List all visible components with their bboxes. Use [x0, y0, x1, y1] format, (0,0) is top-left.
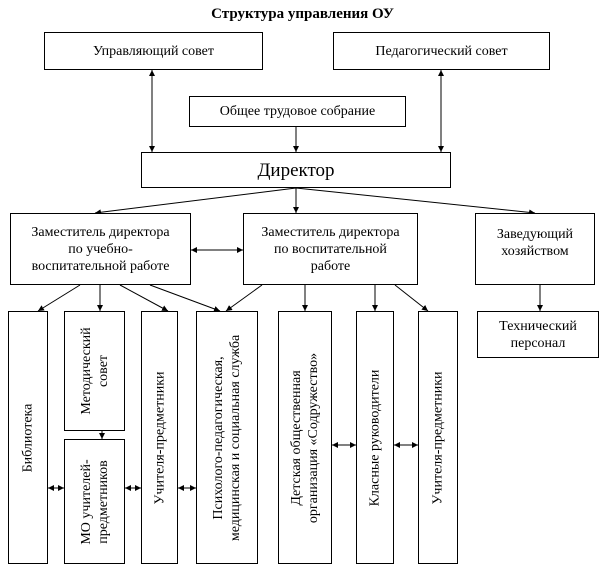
box-uchitelya-1-label: Учителя-предметники	[152, 371, 167, 504]
box-uchitelya-2: Учителя-предметники	[418, 311, 458, 564]
box-metod-sovet: Методический совет	[64, 311, 125, 431]
box-mo-uchiteley: МО учителей- предметников	[64, 439, 125, 564]
box-zav-hoz: Заведующий хозяйством	[475, 213, 595, 285]
arrow-zam-uvr-psiho	[149, 284, 221, 312]
arrow-director-zam-uvr	[94, 187, 297, 216]
arrow-zam-vr-psiho	[225, 284, 263, 312]
box-uchitelya-1: Учителя-предметники	[141, 311, 178, 564]
box-biblioteka: Библиотека	[8, 311, 48, 564]
box-klassnye-label: Класные руководители	[367, 369, 383, 506]
box-uchitelya-2-label: Учителя-предметники	[430, 371, 446, 504]
arrow-zam-uvr-biblioteka	[37, 284, 81, 312]
box-obshchee-sobranie: Общее трудовое собрание	[189, 96, 406, 127]
arrow-zam-vr-uchitelya2	[394, 284, 429, 312]
box-psiho-sluzhba: Психолого-педагогическая, медицинская и …	[196, 311, 258, 564]
box-biblioteka-label: Библиотека	[20, 403, 36, 472]
box-upravlyayushchiy-sovet: Управляющий совет	[44, 32, 263, 70]
box-pedagogicheskiy-sovet: Педагогический совет	[333, 32, 550, 70]
box-tech-personal: Технический персонал	[477, 311, 599, 358]
arrow-director-zav-hoz	[295, 187, 536, 216]
box-zam-vr: Заместитель директора по воспитательной …	[243, 213, 418, 285]
box-klassnye-rukovoditeli: Класные руководители	[356, 311, 394, 564]
box-director: Директор	[141, 152, 451, 188]
diagram-title: Структура управления ОУ	[211, 6, 394, 22]
arrow-zam-uvr-uchitelya	[119, 284, 169, 312]
box-zam-uvr: Заместитель директора по учебно- воспита…	[10, 213, 191, 285]
box-detskaya-org: Детская общественная организация «Содруж…	[278, 311, 332, 564]
